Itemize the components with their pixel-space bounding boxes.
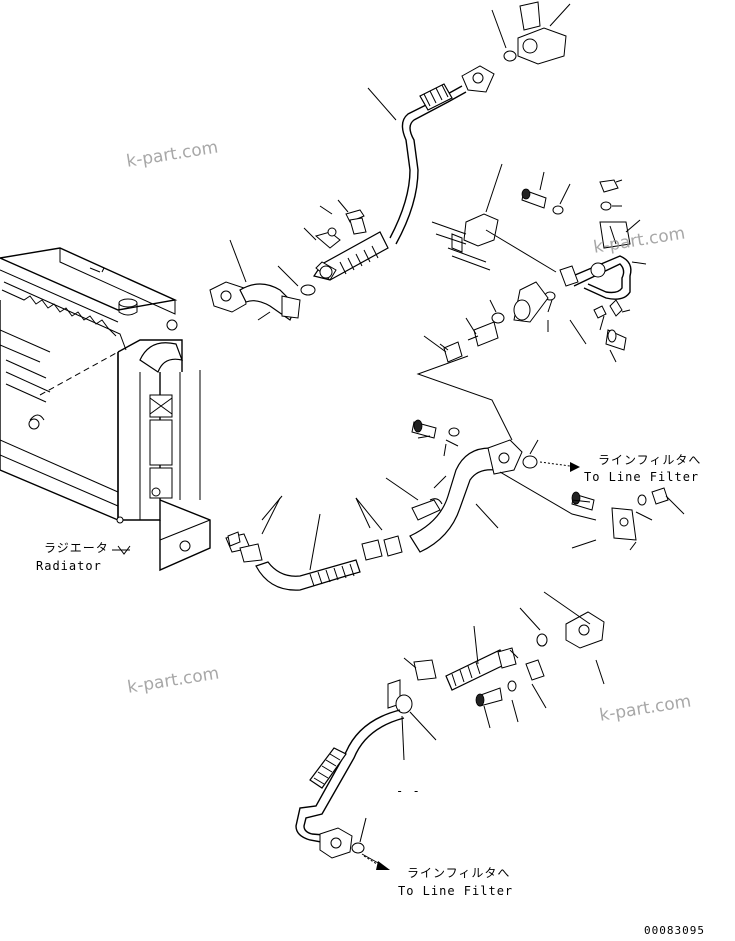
upper-hose-assembly (209, 1, 567, 321)
label-radiator-jp: ラジエータ (44, 541, 109, 555)
dash-mark: - - (396, 784, 421, 798)
middle-hose-assembly (225, 419, 669, 591)
flow-arrows (363, 461, 580, 870)
valve-cluster (431, 179, 632, 363)
label-line-filter-jp-1: ラインフィルタへ (598, 453, 702, 467)
drawing-number: 00083095 (644, 924, 705, 937)
leader-lines (229, 3, 685, 865)
label-line-filter-en-2: To Line Filter (398, 884, 514, 898)
label-line-filter-jp-2: ラインフィルタへ (407, 866, 511, 880)
radiator-body (0, 247, 211, 572)
label-line-filter-en-1: To Line Filter (584, 470, 700, 484)
label-radiator-en: Radiator (36, 559, 102, 573)
lower-hose-assembly (295, 611, 605, 859)
